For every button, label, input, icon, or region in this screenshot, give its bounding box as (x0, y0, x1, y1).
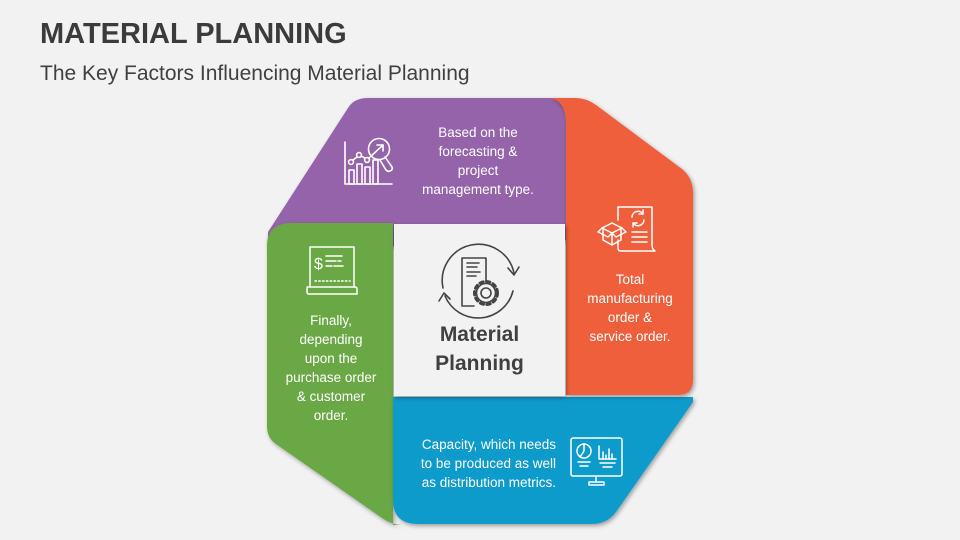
text-line: order. (313, 408, 349, 423)
receipt-dollar-icon: $ (306, 246, 358, 295)
text-line: purchase order (285, 370, 377, 385)
slide-title: MATERIAL PLANNING (40, 18, 347, 50)
text-line: manufacturing (587, 291, 673, 306)
text-line: & customer (296, 389, 366, 404)
segment-orange-text: Total manufacturing order & service orde… (570, 270, 690, 346)
text-line: Total (615, 272, 645, 287)
segment-purple-text: Based on the forecasting & project manag… (398, 123, 558, 199)
text-line: Based on the (438, 125, 518, 140)
text-line: Finally, (310, 313, 352, 328)
text-line: service order. (589, 329, 671, 344)
segment-orange (550, 98, 693, 395)
text-line: upon the (304, 351, 358, 366)
segment-purple (268, 98, 566, 250)
text-line: as distribution metrics. (421, 475, 556, 490)
svg-text:$: $ (314, 256, 323, 273)
text-line: depending (299, 332, 363, 347)
segment-green (267, 223, 402, 525)
center-label: Material Planning (393, 320, 566, 378)
chart-magnifier-icon (344, 137, 394, 185)
text-line: to be produced as well (420, 456, 556, 471)
center-panel (394, 224, 565, 396)
slide-subtitle: The Key Factors Influencing Material Pla… (40, 62, 470, 85)
box-document-icon (597, 206, 656, 252)
monitor-analytics-icon (570, 437, 623, 486)
text-line: forecasting & (438, 144, 518, 159)
text-line: project (457, 163, 499, 178)
document-gear-cycle-icon (438, 243, 520, 319)
text-line: management type. (422, 182, 534, 197)
center-label-line: Material (439, 323, 520, 346)
text-line: order & (607, 310, 653, 325)
segment-blue-text: Capacity, which needs to be produced as … (396, 435, 556, 492)
segment-blue (393, 397, 693, 524)
center-label-line: Planning (435, 352, 524, 375)
segment-green-text: Finally, depending upon the purchase ord… (270, 311, 392, 425)
text-line: Capacity, which needs (421, 437, 556, 452)
